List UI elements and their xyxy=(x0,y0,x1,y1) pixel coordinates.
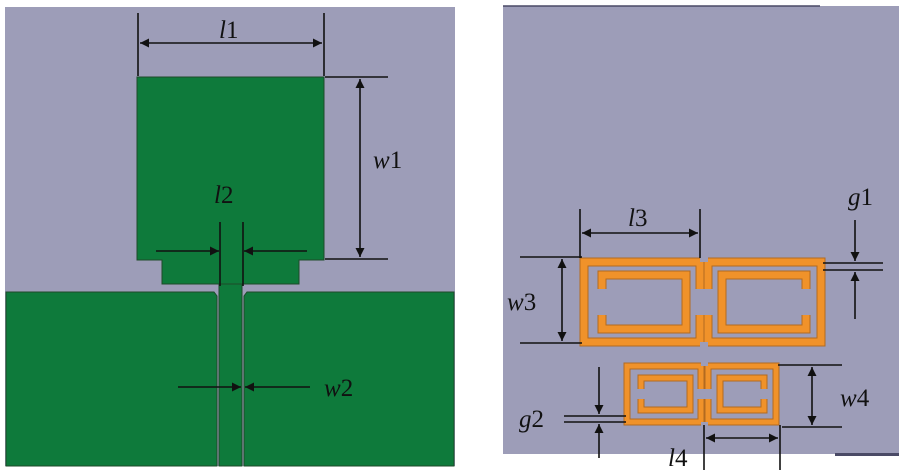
label-w1: w1 xyxy=(373,147,402,174)
dim-l4: l4 xyxy=(668,425,781,470)
label-l2: l2 xyxy=(214,182,233,209)
dim-g2: g2 xyxy=(519,367,626,458)
right-panel: l3 w3 g1 w4 l4 xyxy=(503,5,899,470)
label-l4: l4 xyxy=(668,445,688,470)
label-w2: w2 xyxy=(324,375,353,402)
dim-g1: g1 xyxy=(823,184,883,319)
srr-pair-small xyxy=(623,362,780,426)
feed-line xyxy=(218,283,243,467)
ground-plane-left xyxy=(5,291,218,467)
ground-plane-right xyxy=(243,291,455,467)
left-panel: l1 w1 l2 w2 xyxy=(5,7,455,467)
label-w3: w3 xyxy=(507,289,536,316)
dim-w3: w3 xyxy=(507,256,582,344)
label-g1: g1 xyxy=(848,184,873,211)
dim-w2: w2 xyxy=(178,375,353,402)
dim-w1: w1 xyxy=(325,76,402,260)
label-l3: l3 xyxy=(628,205,647,232)
dim-l3: l3 xyxy=(579,205,701,258)
dim-l2: l2 xyxy=(156,182,307,286)
srr-pair-large xyxy=(579,257,826,347)
label-w4: w4 xyxy=(840,385,870,412)
dim-l1: l1 xyxy=(137,13,325,76)
label-g2: g2 xyxy=(519,406,544,433)
dim-w4: w4 xyxy=(778,364,870,428)
label-l1: l1 xyxy=(219,17,238,44)
radiating-patch xyxy=(136,76,325,285)
